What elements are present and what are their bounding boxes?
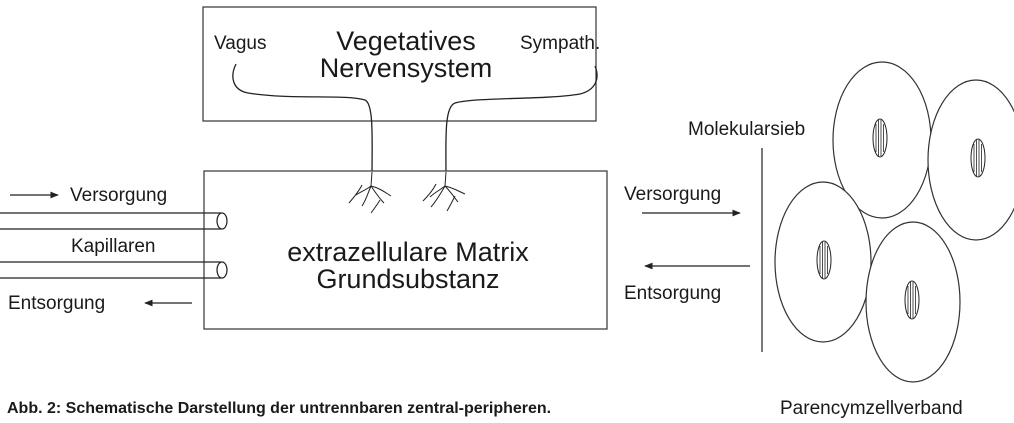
left-disposal-label: Entsorgung xyxy=(8,293,106,314)
sympathetic-label: Sympath. xyxy=(520,33,601,54)
vagus-label: Vagus xyxy=(214,33,267,54)
sympathetic-nerve-fiber xyxy=(445,65,598,179)
nervous-system-title-line2: Nervensystem xyxy=(319,53,493,83)
right-supply-label: Versorgung xyxy=(624,184,722,205)
cell-nucleus-icon xyxy=(816,240,832,280)
matrix-label: extrazellulare Matrix Grundsubstanz xyxy=(258,239,558,293)
parenchyma-label: Parencymzellverband xyxy=(780,398,963,419)
capillaries xyxy=(0,212,228,279)
vagus-nerve-fiber xyxy=(232,63,373,179)
cell-nucleus-icon xyxy=(904,280,920,320)
parenchymal-cell xyxy=(927,79,1014,241)
figure-caption: Abb. 2: Schematische Darstellung der unt… xyxy=(7,400,552,417)
nervous-system-title: Vegetatives Nervensystem xyxy=(318,28,494,82)
sympathetic-nerve-ending-icon xyxy=(422,171,466,212)
nervous-system-title-line1: Vegetatives xyxy=(336,26,476,56)
parenchymal-cell xyxy=(774,181,872,343)
capillaries-label: Kapillaren xyxy=(71,236,156,257)
parenchymal-cell xyxy=(865,221,961,383)
cell-nucleus-icon xyxy=(970,138,986,178)
vagus-nerve-ending-icon xyxy=(348,171,392,214)
matrix-box xyxy=(203,170,608,330)
cell-nucleus-icon xyxy=(872,118,888,158)
matrix-label-line1: extrazellulare Matrix xyxy=(287,237,529,267)
nervous-system-box xyxy=(202,6,597,122)
right-disposal-label: Entsorgung xyxy=(624,283,722,304)
matrix-label-line2: Grundsubstanz xyxy=(316,264,500,294)
molecular-sieve-label: Molekularsieb xyxy=(688,119,806,141)
left-supply-label: Versorgung xyxy=(70,185,168,206)
